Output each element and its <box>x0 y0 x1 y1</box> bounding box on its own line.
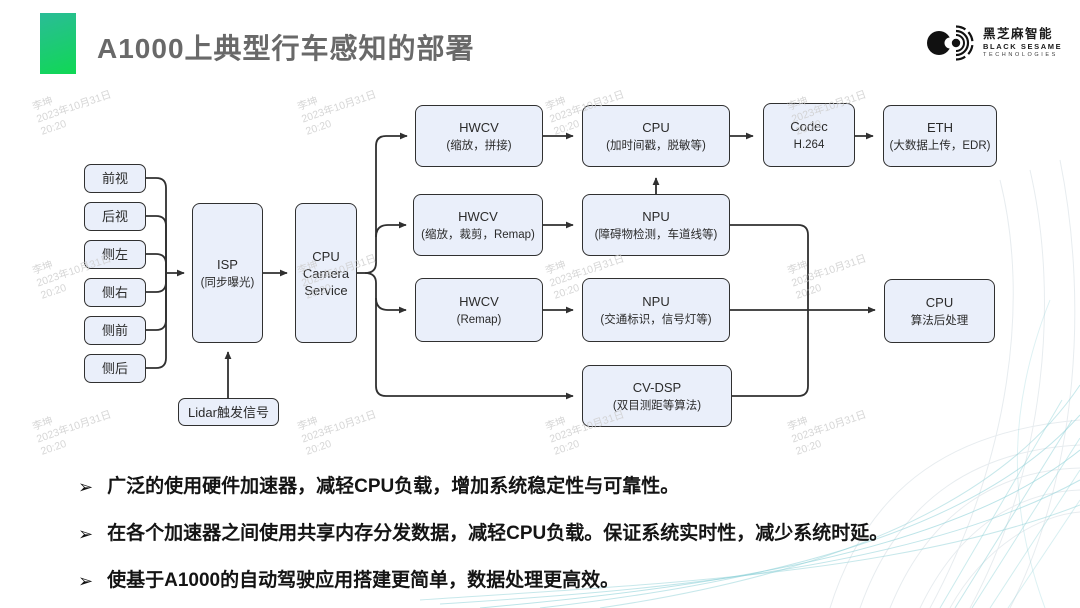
bullet-item: ➢ 在各个加速器之间使用共享内存分发数据，减轻CPU负载。保证系统实时性，减少系… <box>78 521 1028 547</box>
bullet-item: ➢ 使基于A1000的自动驾驶应用搭建更简单，数据处理更高效。 <box>78 568 1028 594</box>
node-hwcv-scale-crop-remap: HWCV (缩放，裁剪，Remap) <box>413 194 543 256</box>
bullet-list: ➢ 广泛的使用硬件加速器，减轻CPU负载，增加系统稳定性与可靠性。 ➢ 在各个加… <box>78 474 1028 608</box>
node-camera-side-left: 侧左 <box>84 240 146 269</box>
node-camera-rear-label: 后视 <box>101 209 128 224</box>
node-camera-side-front-label: 侧前 <box>101 323 128 338</box>
node-hwcv3-subtitle: (Remap) <box>456 313 502 326</box>
node-npu1-title: NPU <box>642 208 670 224</box>
node-ccs-line3: Service <box>304 282 348 298</box>
page-title: A1000上典型行车感知的部署 <box>97 33 475 64</box>
node-cpu-postprocess: CPU 算法后处理 <box>884 279 995 343</box>
node-cpu-camera-service: CPU Camera Service <box>295 203 357 343</box>
node-camera-side-left-label: 侧左 <box>101 247 128 262</box>
node-isp: ISP (同步曝光) <box>192 203 263 343</box>
node-hwcv1-subtitle: (缩放，拼接) <box>446 139 512 152</box>
bullet-arrow-icon: ➢ <box>78 477 94 497</box>
bullet-text-1: 广泛的使用硬件加速器，减轻CPU负载，增加系统稳定性与可靠性。 <box>107 476 680 497</box>
node-cvdsp-subtitle: (双目测距等算法) <box>612 399 702 412</box>
node-eth-title: ETH <box>927 119 953 135</box>
node-cpu2-title: CPU <box>925 294 954 310</box>
node-cvdsp-title: CV-DSP <box>632 379 682 395</box>
node-npu2-title: NPU <box>642 293 670 309</box>
node-camera-side-rear-label: 侧后 <box>101 361 128 376</box>
node-camera-side-right-label: 侧右 <box>101 285 128 300</box>
bullet-text-3: 使基于A1000的自动驾驶应用搭建更简单，数据处理更高效。 <box>107 570 620 591</box>
node-lidar-label: Lidar触发信号 <box>188 404 269 420</box>
node-hwcv-scale-stitch: HWCV (缩放，拼接) <box>415 105 543 167</box>
node-isp-title: ISP <box>217 256 238 272</box>
node-eth: ETH (大数据上传，EDR) <box>883 105 997 167</box>
node-cpu2-subtitle: 算法后处理 <box>910 314 969 327</box>
node-hwcv2-title: HWCV <box>458 208 498 224</box>
logo-name-en2: TECHNOLOGIES <box>983 52 1058 58</box>
node-hwcv3-title: HWCV <box>459 293 499 309</box>
node-hwcv1-title: HWCV <box>459 119 499 135</box>
logo-name-cn: 黑芝麻智能 <box>983 26 1054 41</box>
node-codec-title: Codec <box>790 118 828 134</box>
node-camera-side-right: 侧右 <box>84 278 146 307</box>
node-ccs-line2: Camera <box>302 265 350 281</box>
node-npu-obstacle: NPU (障碍物检测，车道线等) <box>582 194 730 256</box>
node-ccs-line1: CPU <box>312 248 340 264</box>
bullet-item: ➢ 广泛的使用硬件加速器，减轻CPU负载，增加系统稳定性与可靠性。 <box>78 474 1028 500</box>
node-codec-h264: Codec H.264 <box>763 103 855 167</box>
node-eth-subtitle: (大数据上传，EDR) <box>889 139 991 152</box>
logo-name-en: BLACK SESAME <box>983 42 1063 51</box>
node-npu2-subtitle: (交通标识，信号灯等) <box>600 313 712 326</box>
bullet-arrow-icon: ➢ <box>78 524 94 544</box>
node-cpu-timestamp: CPU (加时间戳，脱敏等) <box>582 105 730 167</box>
node-hwcv-remap: HWCV (Remap) <box>415 278 543 342</box>
node-isp-subtitle: (同步曝光) <box>200 276 255 289</box>
node-cv-dsp: CV-DSP (双目测距等算法) <box>582 365 732 427</box>
node-cpu1-subtitle: (加时间戳，脱敏等) <box>606 139 706 152</box>
node-camera-front-label: 前视 <box>101 171 128 186</box>
node-npu-traffic: NPU (交通标识，信号灯等) <box>582 278 730 342</box>
company-logo: 黑芝麻智能 BLACK SESAME TECHNOLOGIES <box>925 18 1070 68</box>
bullet-arrow-icon: ➢ <box>78 571 94 591</box>
logo-text: 黑芝麻智能 BLACK SESAME TECHNOLOGIES <box>983 26 1063 59</box>
node-camera-front: 前视 <box>84 164 146 193</box>
node-camera-rear: 后视 <box>84 202 146 231</box>
node-lidar-trigger: Lidar触发信号 <box>178 398 279 426</box>
node-codec-subtitle: H.264 <box>793 138 825 151</box>
bullet-text-2: 在各个加速器之间使用共享内存分发数据，减轻CPU负载。保证系统实时性，减少系统时… <box>107 523 889 544</box>
accent-square <box>40 13 76 74</box>
node-hwcv2-subtitle: (缩放，裁剪，Remap) <box>421 228 535 241</box>
node-camera-side-front: 侧前 <box>84 316 146 345</box>
black-sesame-logo-icon <box>927 25 974 61</box>
node-npu1-subtitle: (障碍物检测，车道线等) <box>594 228 718 241</box>
node-camera-side-rear: 侧后 <box>84 354 146 383</box>
node-cpu1-title: CPU <box>642 119 670 135</box>
